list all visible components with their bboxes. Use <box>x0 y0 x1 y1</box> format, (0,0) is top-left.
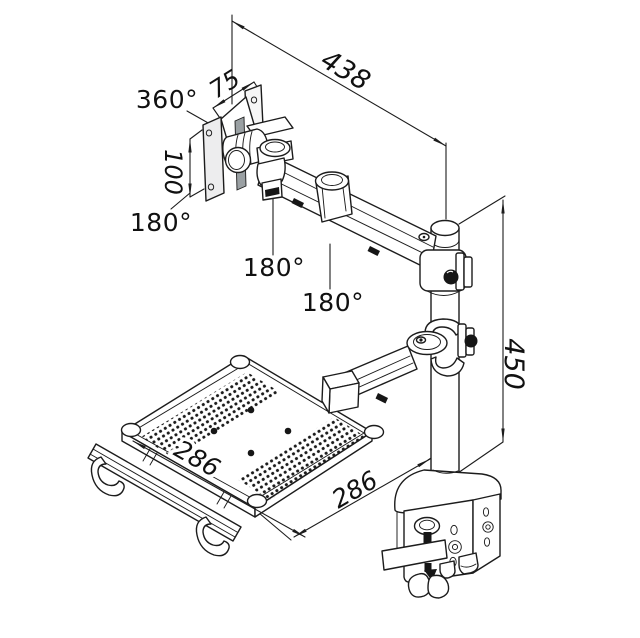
tray-screw-hole <box>247 406 255 414</box>
tray-screw-hole <box>210 427 218 435</box>
dim-tray-width-value: 286 <box>327 465 383 514</box>
tension-knob <box>464 334 478 348</box>
swivel-dome-inner <box>265 141 285 153</box>
mount-hole <box>483 537 491 547</box>
clamp-plate <box>463 256 473 288</box>
dimension-line <box>293 458 431 538</box>
extension-line <box>454 441 504 476</box>
pole-entry <box>432 469 459 474</box>
dimension-line <box>212 81 255 109</box>
cable-clip <box>367 246 380 256</box>
pivot-screw-dot <box>422 235 426 239</box>
pivot-pin-ring <box>265 187 280 197</box>
handle-joint <box>424 569 437 581</box>
arm-pivot-disc-inner <box>413 334 441 350</box>
vesa-screw-hole <box>250 96 258 104</box>
clamp-foot <box>458 552 479 575</box>
mount-hole-inner <box>485 524 491 530</box>
tray-corner-pad <box>120 422 142 438</box>
collar-lip <box>426 290 461 296</box>
tension-knob <box>443 269 459 285</box>
mount-hole <box>482 507 490 517</box>
collar-upper-jaw <box>424 318 464 338</box>
tray-corner-pad <box>246 493 268 509</box>
label-vesa-tilt: 180° <box>130 208 192 237</box>
vesa-left-plate <box>202 116 225 202</box>
tray-corner-pad <box>229 354 251 370</box>
lower-pole-collar <box>406 318 478 377</box>
mount-hole <box>482 521 494 533</box>
cable-clip <box>375 393 388 404</box>
pole-top-cap <box>430 219 460 237</box>
mount-hole <box>448 540 462 554</box>
lip-hook <box>90 456 125 497</box>
mount-hole-inner <box>451 543 459 551</box>
vesa-head <box>202 84 294 202</box>
dimension-vesa-height: 100 <box>159 129 205 198</box>
tilt-end-cap <box>224 146 252 174</box>
label-vesa-rotation: 360° <box>136 85 198 114</box>
swivel-housing <box>256 157 286 186</box>
leader-line <box>186 110 211 125</box>
dim-arm-reach-value: 438 <box>315 44 375 97</box>
mount-hole <box>450 524 458 536</box>
upper-pole-collar <box>418 232 473 296</box>
tilt-end-cap-inner <box>228 150 245 170</box>
extension-line <box>189 188 205 198</box>
tray-bracket-side <box>321 376 331 414</box>
clamp-bottom-arm <box>381 539 448 571</box>
clamp-screw-shaft-lower <box>424 563 432 572</box>
clamp-handle-wing <box>427 574 450 599</box>
lower-arm <box>321 345 418 414</box>
extension-line <box>458 195 506 225</box>
knob-highlight <box>446 270 454 274</box>
clamp-foot-line <box>460 563 477 568</box>
cable-clip <box>291 198 304 208</box>
desk-clamp <box>381 469 502 599</box>
dim-vesa-height-value: 100 <box>159 149 187 195</box>
clamp-foot <box>439 560 456 579</box>
tray-corner-pad <box>363 424 385 440</box>
vesa-screw-hole <box>205 129 213 137</box>
dimension-pole-height: 450 <box>454 195 529 476</box>
label-head-swivel: 180° <box>243 253 305 282</box>
leader-line <box>170 192 191 210</box>
dimension-line <box>132 440 306 538</box>
clamp-handle-wing <box>407 572 431 598</box>
rotation-labels: 360° 180° 180° 180° <box>130 85 364 317</box>
vent-perforation-band <box>141 372 280 458</box>
clamp-right-face <box>472 493 501 574</box>
dimension-line <box>231 20 447 147</box>
extension-line <box>189 129 203 140</box>
vesa-screw-hole <box>207 183 215 191</box>
elbow-cap-inner <box>321 174 343 186</box>
dim-vesa-width-value: 75 <box>204 64 245 104</box>
clamp-screw-flange-inner <box>419 519 435 531</box>
dim-pole-height-value: 450 <box>498 338 529 390</box>
pivot-screw-dot <box>419 338 423 342</box>
tray-screw-hole <box>247 449 255 457</box>
clamp-plate <box>455 252 465 291</box>
label-arm-elbow-swivel: 180° <box>302 288 364 317</box>
tray-screw-hole <box>284 427 292 435</box>
collar-lower-jaw <box>430 356 465 377</box>
